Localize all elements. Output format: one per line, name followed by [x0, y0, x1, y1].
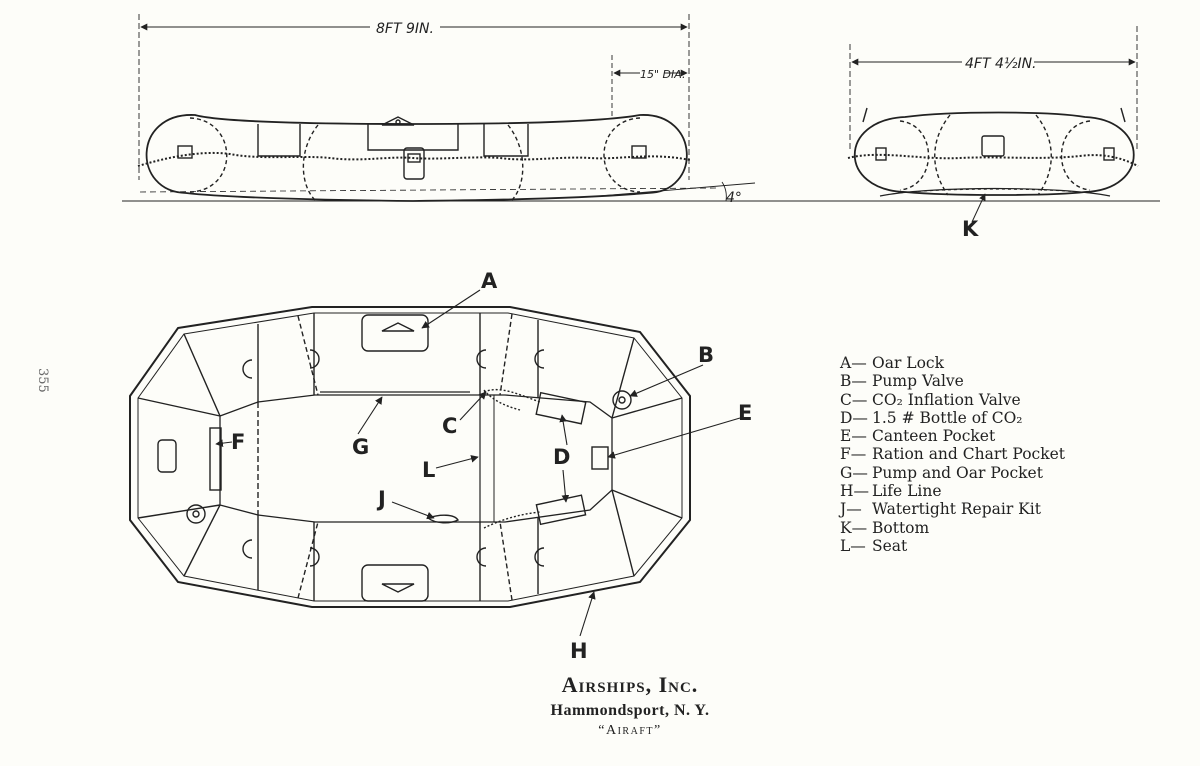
legend-key: D—: [840, 408, 868, 427]
legend-text: Oar Lock: [872, 354, 944, 372]
co2-bottle-upper: [535, 391, 587, 425]
footer: Airships, Inc. Hammondsport, N. Y. “Aira…: [430, 672, 830, 739]
legend-key: E—: [840, 427, 867, 446]
legend-item: L— Seat: [840, 537, 1065, 555]
company-name: Airships, Inc.: [561, 672, 699, 697]
width-dimension-label: 4FT 4½IN.: [965, 56, 1037, 72]
legend-key: B—: [840, 372, 867, 391]
legend-text: Pump Valve: [872, 372, 964, 391]
legend-text: Seat: [872, 536, 908, 555]
legend-text: Bottom: [872, 518, 930, 537]
legend-key: C—: [840, 390, 868, 409]
legend-text: Ration and Chart Pocket: [872, 445, 1066, 464]
length-dimension-label: 8FT 9IN.: [376, 21, 434, 37]
legend-item: A— Oar Lock: [840, 354, 1065, 372]
legend-key: A—: [840, 354, 867, 372]
oar-lock-bottom: [361, 564, 429, 602]
legend-item: D—1.5 # Bottle of CO₂: [840, 409, 1065, 427]
legend-item: H—Life Line: [840, 482, 1065, 500]
legend-key: L—: [840, 536, 866, 555]
callout-seat: L: [422, 458, 435, 482]
legend-item: C—CO₂ Inflation Valve: [840, 391, 1065, 409]
legend-text: Watertight Repair Kit: [872, 500, 1041, 519]
callout-ration-pocket: F: [231, 430, 245, 454]
canteen-pocket: [591, 446, 609, 470]
legend-item: E— Canteen Pocket: [840, 427, 1065, 445]
company-city: Hammondsport, N. Y.: [550, 702, 710, 719]
model-name: “Airaft”: [598, 723, 662, 738]
callout-oar-lock: A: [481, 269, 498, 293]
callout-pump-valve: B: [698, 343, 714, 367]
callout-co2-bottle: D: [553, 445, 570, 469]
legend: A— Oar Lock B— Pump Valve C—CO₂ Inflation …: [840, 354, 1065, 555]
legend-text: Canteen Pocket: [872, 427, 996, 446]
legend-item: G—Pump and Oar Pocket: [840, 464, 1065, 482]
legend-key: G—: [840, 463, 868, 482]
legend-text: CO₂ Inflation Valve: [872, 390, 1021, 409]
legend-item: B— Pump Valve: [840, 372, 1065, 390]
legend-key: J—: [840, 500, 862, 519]
legend-item: F— Ration and Chart Pocket: [840, 445, 1065, 463]
legend-text: 1.5 # Bottle of CO₂: [872, 408, 1023, 427]
repair-kit: [426, 514, 460, 524]
callout-life-line: H: [570, 639, 588, 663]
legend-text: Life Line: [872, 482, 942, 501]
legend-key: K—: [840, 518, 868, 537]
callout-pump-and-oar-pocket: G: [352, 435, 369, 459]
legend-key: F—: [840, 445, 867, 464]
legend-text: Pump and Oar Pocket: [872, 463, 1043, 482]
plan-view: [129, 306, 691, 608]
callout-leaders: [215, 289, 741, 637]
diameter-dimension-label: 15" DIA.: [640, 68, 686, 81]
callout-bottom: K: [962, 217, 979, 241]
callout-repair-kit: J: [376, 487, 386, 511]
co2-bottle-lower: [535, 494, 587, 526]
end-view: [847, 26, 1139, 223]
oar-lock-top: [361, 314, 429, 352]
legend-item: K—Bottom: [840, 519, 1065, 537]
side-view: [122, 14, 1160, 202]
end-hull-outline: [854, 111, 1135, 196]
side-life-line: [137, 151, 691, 167]
pump-valve-left: [186, 504, 206, 524]
angle-dimension-label: 4°: [726, 190, 742, 206]
callout-canteen-pocket: E: [738, 401, 752, 425]
ration-pocket: [209, 427, 222, 491]
legend-item: J— Watertight Repair Kit: [840, 500, 1065, 518]
legend-key: H—: [840, 482, 870, 501]
callout-co2-inflation-valve: C: [442, 414, 457, 438]
pump-valve-right: [612, 390, 632, 410]
plan-outer-outline: [129, 306, 691, 608]
